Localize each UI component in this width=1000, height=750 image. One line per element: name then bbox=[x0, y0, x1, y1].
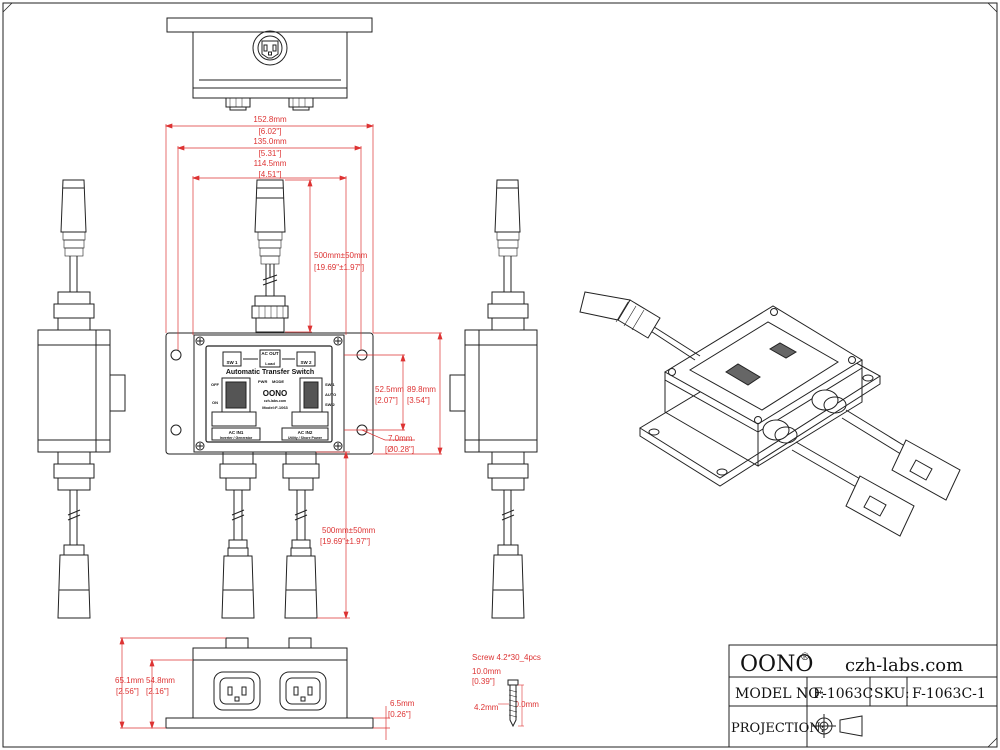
panel-pwr: PWR bbox=[258, 379, 267, 384]
screw-detail: Screw 4.2*30_4pcs 10.0mm [0.39"] 4.2mm 3… bbox=[472, 653, 541, 728]
right-side-view bbox=[449, 179, 538, 619]
panel-in2-sub: Utility / Shore Power bbox=[288, 436, 323, 440]
screw-head: 10.0mm bbox=[472, 667, 501, 676]
front-view-bottom-cables bbox=[219, 451, 320, 619]
panel-mode: MODE bbox=[272, 379, 284, 384]
screw-title: Screw 4.2*30_4pcs bbox=[472, 653, 541, 662]
dim-w2-in: [5.31"] bbox=[259, 149, 282, 158]
dim-hole-in: [Ø0.28"] bbox=[385, 445, 414, 454]
panel-off: OFF bbox=[211, 382, 220, 387]
panel-sw2: SW 2 bbox=[300, 360, 311, 365]
dimension-text: 152.8mm [6.02"] 135.0mm [5.31"] 114.5mm … bbox=[253, 115, 436, 546]
dimension-lines bbox=[164, 123, 443, 620]
dim-v2: 54.8mm bbox=[146, 676, 175, 685]
panel-mode-auto: AUTO bbox=[325, 392, 336, 397]
dim-w3: 114.5mm bbox=[254, 159, 287, 168]
tb-site: czh-labs.com bbox=[845, 655, 963, 676]
dim-cable-top: 500mm±50mm bbox=[314, 251, 368, 260]
panel-in1-sub: Inverter / Generator bbox=[220, 436, 253, 440]
dim-base-in: [0.26"] bbox=[388, 710, 411, 719]
panel-sw1: SW 1 bbox=[226, 360, 237, 365]
bottom-view bbox=[165, 637, 374, 729]
panel-url: czh-labs.com bbox=[264, 399, 286, 403]
dim-h2: 89.8mm bbox=[407, 385, 436, 394]
panel-acout: AC OUT bbox=[261, 351, 278, 356]
screw-len: 30.0mm bbox=[510, 700, 539, 709]
dim-h2-in: [3.54"] bbox=[407, 396, 430, 405]
dim-h1: 52.5mm bbox=[375, 385, 404, 394]
panel-in2: AC IN2 bbox=[298, 430, 313, 435]
tb-model-value: F-1063C bbox=[813, 686, 873, 702]
tb-model-label: MODEL NO: bbox=[735, 686, 824, 702]
front-panel-text: SW 1 AC OUT Load SW 2 Automatic Transfer… bbox=[211, 351, 336, 440]
tb-brand: OONO bbox=[740, 652, 813, 677]
dim-v1-in: [2.56"] bbox=[116, 687, 139, 696]
dim-hole: 7.0mm bbox=[388, 434, 413, 443]
dim-v1: 65.1mm bbox=[115, 676, 144, 685]
tb-sku-label: SKU: bbox=[874, 686, 910, 702]
dim-h1-in: [2.07"] bbox=[375, 396, 398, 405]
title-block bbox=[728, 644, 998, 748]
dim-cable-top-in: [19.69"±1.97"] bbox=[314, 263, 364, 272]
panel-brand: OONO bbox=[263, 389, 287, 398]
left-side-view bbox=[37, 179, 126, 619]
tb-projection-label: PROJECTION: bbox=[731, 721, 825, 736]
dim-cable-bot: 500mm±50mm bbox=[322, 526, 376, 535]
dim-cable-bot-in: [19.69"±1.97"] bbox=[320, 537, 370, 546]
dim-base: 6.5mm bbox=[390, 699, 415, 708]
front-view bbox=[165, 179, 374, 455]
dim-w2: 135.0mm bbox=[253, 137, 287, 146]
panel-on: ON bbox=[212, 400, 218, 405]
bottom-view-dimension-text: 65.1mm [2.56"] 54.8mm [2.16"] 6.5mm [0.2… bbox=[115, 676, 415, 719]
dim-w1: 152.8mm bbox=[253, 115, 287, 124]
panel-in1: AC IN1 bbox=[229, 430, 244, 435]
bottom-view-dimensions bbox=[119, 636, 390, 740]
panel-title: Automatic Transfer Switch bbox=[226, 369, 314, 376]
projection-symbol-icon bbox=[812, 714, 863, 738]
panel-mode-sw1: SW 1 bbox=[325, 382, 336, 387]
panel-model: Model:F-1063 bbox=[262, 405, 288, 410]
title-block-text: OONO ® czh-labs.com MODEL NO: F-1063C SK… bbox=[731, 652, 986, 736]
tb-reg: ® bbox=[800, 652, 810, 663]
panel-mode-sw2: SW 2 bbox=[325, 402, 336, 407]
dim-w1-in: [6.02"] bbox=[259, 127, 282, 136]
tb-sku-value: F-1063C-1 bbox=[912, 686, 986, 702]
dim-w3-in: [4.51"] bbox=[259, 170, 282, 179]
screw-head-in: [0.39"] bbox=[472, 677, 495, 686]
top-view bbox=[166, 17, 373, 111]
panel-load: Load bbox=[265, 361, 275, 366]
isometric-view bbox=[579, 291, 961, 537]
dim-v2-in: [2.16"] bbox=[146, 687, 169, 696]
screw-dia: 4.2mm bbox=[474, 703, 499, 712]
